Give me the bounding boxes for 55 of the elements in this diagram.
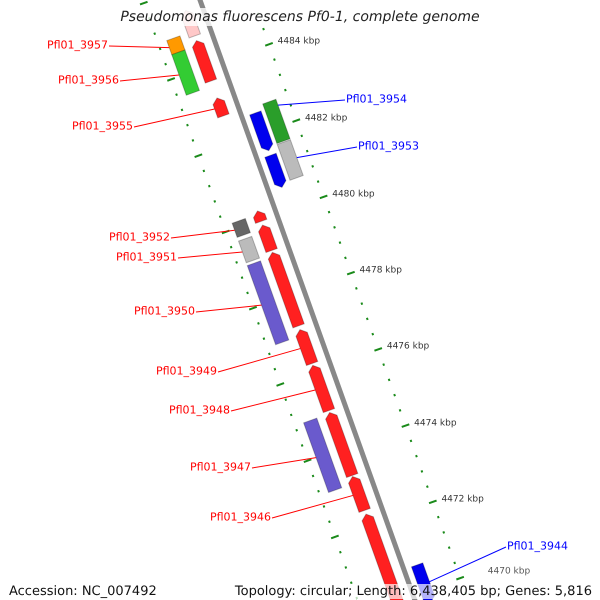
gene-feature	[308, 364, 336, 414]
gene-feature	[348, 476, 371, 514]
gene-bar	[232, 218, 251, 238]
gene-feature	[268, 252, 305, 328]
gene-label: Pfl01_3956	[58, 74, 119, 86]
gene-bar	[171, 49, 200, 96]
tick-label: 4484 kbp	[278, 36, 320, 48]
gene-label: Pfl01_3954	[346, 92, 408, 106]
leader-line	[272, 494, 354, 518]
gene-feature	[325, 412, 358, 478]
gene-label: Pfl01_3948	[168, 404, 230, 416]
gene-feature	[295, 328, 318, 366]
gene-feature	[192, 40, 218, 84]
leader-line	[429, 546, 506, 582]
gene-bar	[246, 260, 290, 346]
leader-line	[230, 390, 316, 412]
gene-label: Pfl01_3950	[134, 304, 195, 318]
tick-label: 4476 kbp	[386, 342, 430, 353]
gene-label: Pfl01_3946	[210, 510, 271, 524]
gene-bar	[238, 236, 260, 264]
leader-line	[170, 230, 236, 238]
gene-feature	[258, 224, 278, 254]
tick-label: 4470 kbp	[488, 566, 530, 578]
leader-line	[296, 146, 358, 158]
leader-line	[178, 251, 243, 258]
accession-note: Accession: NC_007492	[9, 584, 157, 599]
leader-line	[134, 108, 216, 128]
leader-line	[108, 46, 170, 48]
gene-bar	[262, 98, 291, 144]
gene-label: Pfl01_3953	[358, 140, 420, 152]
leader-line	[218, 348, 301, 372]
gene-feature	[249, 110, 274, 152]
gene-bar	[276, 139, 304, 181]
gene-bar	[166, 35, 186, 56]
tick-label: 4472 kbp	[441, 494, 484, 506]
tick-label: 4482 kbp	[304, 113, 348, 124]
gene-feature	[252, 210, 268, 224]
leader-line	[252, 457, 317, 468]
gene-feature	[264, 152, 286, 188]
tick-label: 4478 kbp	[360, 266, 402, 277]
gene-label: Pfl01_3952	[108, 230, 170, 244]
gene-label: Pfl01_3955	[72, 120, 133, 132]
gene-label: Pfl01_3957	[46, 38, 108, 52]
leader-line	[196, 304, 262, 312]
genome-stats: Topology: circular; Length: 6,438,405 bp; Genes: 5,816	[234, 584, 592, 599]
gene-bar	[302, 417, 342, 494]
gene-label: Pfl01_3947	[190, 460, 251, 474]
gene-label: Pfl01_3944	[507, 540, 568, 552]
tick-label: 4474 kbp	[414, 418, 457, 430]
leader-line	[120, 74, 180, 82]
tick-label: 4480 kbp	[332, 189, 375, 200]
gene-label: Pfl01_3949	[156, 364, 217, 378]
leader-line	[278, 100, 346, 106]
gene-label: Pfl01_3951	[116, 250, 177, 264]
gene-feature	[212, 97, 230, 119]
